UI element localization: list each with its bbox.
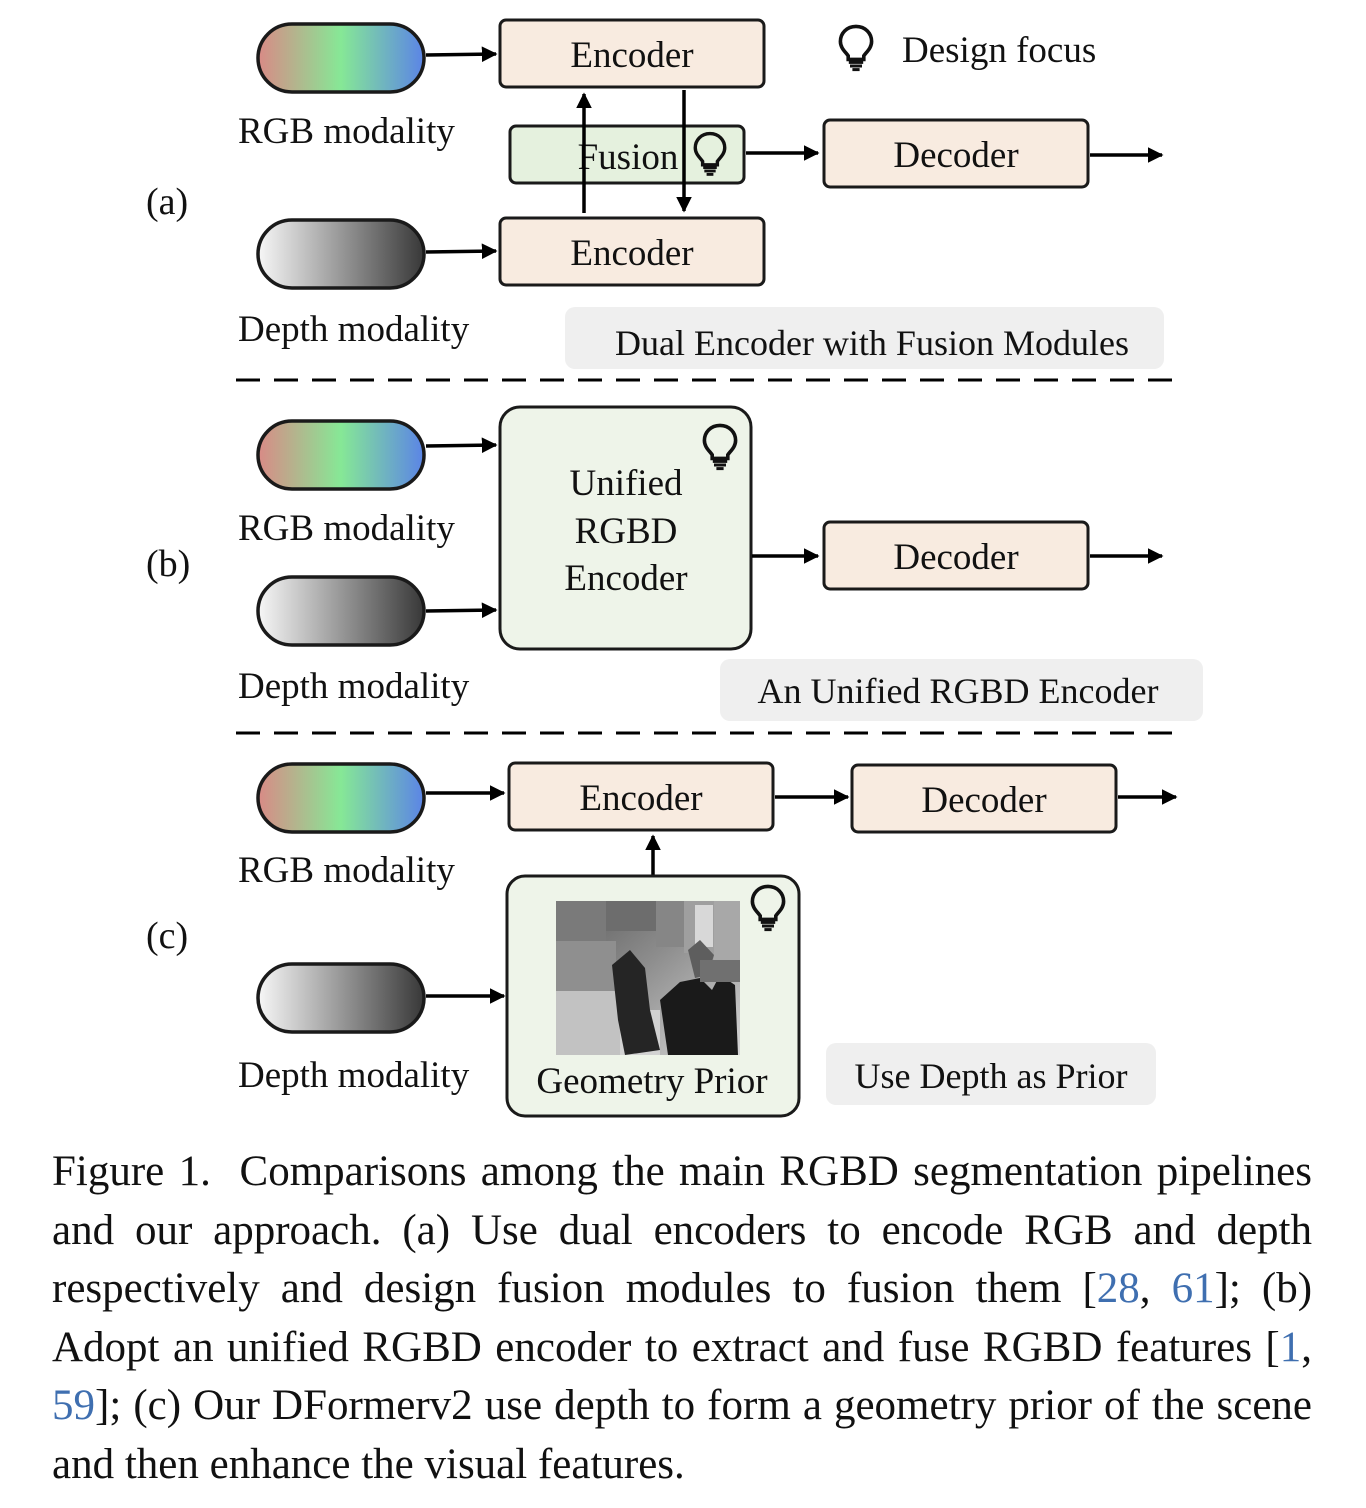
figure-caption: Figure 1. Comparisons among the main RGB… xyxy=(52,1143,1312,1494)
unified-label-line1: Unified xyxy=(569,463,683,504)
citation-link[interactable]: 61 xyxy=(1171,1265,1215,1312)
rgb-modality-pill xyxy=(256,22,426,94)
caption-separator: , xyxy=(1301,1323,1312,1371)
caption-text: ]; (c) Our DFormerv2 use depth to form a… xyxy=(52,1382,1312,1488)
decoder-box xyxy=(822,118,1090,189)
fusion-label: Fusion xyxy=(578,137,679,178)
panel-c-label: (c) xyxy=(146,915,188,957)
depth-modality-label: Depth modality xyxy=(238,666,470,707)
depth-modality-pill xyxy=(256,962,426,1034)
decoder-box xyxy=(850,763,1118,834)
rgbd-pipeline-diagram: Design focus (a) RGB modality Depth moda… xyxy=(146,18,1203,1118)
caption-separator: , xyxy=(1139,1265,1172,1312)
arrow-rgb-to-encoder xyxy=(425,46,498,63)
panel-tag xyxy=(720,659,1203,721)
decoder-label: Decoder xyxy=(893,537,1018,578)
encoder-label: Encoder xyxy=(570,35,693,76)
decoder-label: Decoder xyxy=(893,135,1018,176)
geometry-prior-label: Geometry Prior xyxy=(536,1061,767,1102)
rgb-modality-pill xyxy=(256,762,426,834)
rgb-modality-pill xyxy=(256,419,426,491)
depth-map-image xyxy=(556,901,740,1055)
encoder-box xyxy=(498,216,766,287)
decoder-box xyxy=(822,520,1090,591)
encoder-label: Encoder xyxy=(579,778,702,819)
rgb-modality-label: RGB modality xyxy=(238,508,455,549)
decoder-label: Decoder xyxy=(921,780,1046,821)
citation-link[interactable]: 59 xyxy=(52,1382,95,1429)
encoder-box xyxy=(507,761,775,832)
panel-tag-text: Dual Encoder with Fusion Modules xyxy=(615,323,1129,363)
depth-modality-label: Depth modality xyxy=(238,1055,470,1096)
caption-text: ]; (b) Adopt an unified RGBD encoder to … xyxy=(52,1265,1313,1371)
depth-modality-pill xyxy=(256,575,426,647)
arrow-depth-to-unified xyxy=(425,602,498,619)
depth-modality-pill xyxy=(256,218,426,290)
unified-label-line3: Encoder xyxy=(564,558,687,599)
rgb-modality-label: RGB modality xyxy=(238,111,455,152)
unified-rgbd-encoder-box xyxy=(498,405,753,651)
citation-link[interactable]: 28 xyxy=(1096,1265,1140,1312)
panel-tag-text: An Unified RGBD Encoder xyxy=(758,671,1159,711)
rgb-modality-label: RGB modality xyxy=(238,850,455,891)
panel-a-label: (a) xyxy=(146,181,188,223)
panel-tag xyxy=(826,1043,1156,1105)
lightbulb-icon xyxy=(838,24,874,72)
citation-link[interactable]: 1 xyxy=(1279,1323,1302,1371)
unified-label-line2: RGBD xyxy=(575,511,678,552)
caption-prefix: Figure 1. xyxy=(52,1148,211,1195)
depth-modality-label: Depth modality xyxy=(238,309,470,350)
caption-text: Comparisons among the main RGBD segmenta… xyxy=(52,1148,1313,1312)
encoder-label: Encoder xyxy=(570,233,693,274)
panel-tag-text: Use Depth as Prior xyxy=(855,1056,1128,1096)
encoder-box xyxy=(498,18,766,89)
arrow-depth-to-encoder xyxy=(425,243,498,260)
panel-tag xyxy=(565,307,1164,369)
legend-design-focus: Design focus xyxy=(902,30,1096,71)
panel-b-label: (b) xyxy=(146,543,190,585)
arrow-rgb-to-unified xyxy=(425,437,498,454)
